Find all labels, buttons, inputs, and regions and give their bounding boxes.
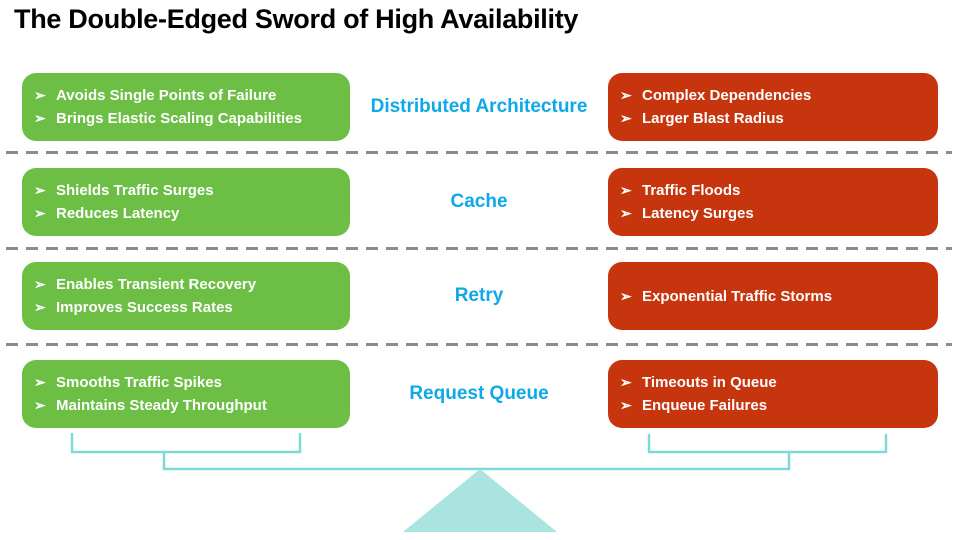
list-item: ➢ Improves Success Rates	[34, 296, 342, 319]
con-text: Timeouts in Queue	[642, 374, 777, 391]
list-item: ➢ Traffic Floods	[620, 179, 930, 202]
pro-text: Improves Success Rates	[56, 299, 233, 316]
list-item: ➢ Maintains Steady Throughput	[34, 394, 342, 417]
row-divider	[6, 247, 952, 250]
arrow-bullet-icon: ➢	[34, 397, 46, 413]
arrow-bullet-icon: ➢	[34, 374, 46, 390]
cons-box: ➢ Exponential Traffic Storms	[608, 262, 938, 330]
row-request-queue: ➢ Smooths Traffic Spikes ➢ Maintains Ste…	[0, 360, 960, 428]
arrow-bullet-icon: ➢	[620, 205, 632, 221]
arrow-bullet-icon: ➢	[620, 397, 632, 413]
row-label: Request Queue	[409, 383, 549, 404]
list-item: ➢ Smooths Traffic Spikes	[34, 371, 342, 394]
arrow-bullet-icon: ➢	[34, 182, 46, 198]
pro-text: Enables Transient Recovery	[56, 276, 257, 293]
balance-scale	[70, 432, 888, 532]
arrow-bullet-icon: ➢	[34, 299, 46, 315]
list-item: ➢ Timeouts in Queue	[620, 371, 930, 394]
row-label: Cache	[450, 191, 508, 212]
con-text: Complex Dependencies	[642, 87, 812, 104]
con-text: Latency Surges	[642, 205, 754, 222]
arrow-bullet-icon: ➢	[620, 182, 632, 198]
list-item: ➢ Complex Dependencies	[620, 84, 930, 107]
list-item: ➢ Brings Elastic Scaling Capabilities	[34, 107, 342, 130]
pros-box: ➢ Enables Transient Recovery ➢ Improves …	[22, 262, 350, 330]
con-text: Traffic Floods	[642, 182, 741, 199]
cons-box: ➢ Traffic Floods ➢ Latency Surges	[608, 168, 938, 236]
row-divider	[6, 343, 952, 346]
con-text: Enqueue Failures	[642, 397, 768, 414]
arrow-bullet-icon: ➢	[620, 374, 632, 390]
row-cache: ➢ Shields Traffic Surges ➢ Reduces Laten…	[0, 168, 960, 236]
row-label: Retry	[454, 285, 504, 306]
list-item: ➢ Shields Traffic Surges	[34, 179, 342, 202]
arrow-bullet-icon: ➢	[34, 110, 46, 126]
fulcrum-triangle-icon	[403, 469, 557, 532]
pro-text: Maintains Steady Throughput	[56, 397, 267, 414]
arrow-bullet-icon: ➢	[34, 87, 46, 103]
row-distributed-architecture: ➢ Avoids Single Points of Failure ➢ Brin…	[0, 73, 960, 141]
left-bracket	[70, 432, 302, 454]
row-retry: ➢ Enables Transient Recovery ➢ Improves …	[0, 262, 960, 330]
right-bracket	[647, 433, 888, 454]
page-title: The Double-Edged Sword of High Availabil…	[14, 4, 579, 34]
pro-text: Brings Elastic Scaling Capabilities	[56, 110, 302, 127]
row-divider	[6, 151, 952, 154]
pros-box: ➢ Avoids Single Points of Failure ➢ Brin…	[22, 73, 350, 141]
list-item: ➢ Larger Blast Radius	[620, 107, 930, 130]
pros-box: ➢ Shields Traffic Surges ➢ Reduces Laten…	[22, 168, 350, 236]
pro-text: Shields Traffic Surges	[56, 182, 214, 199]
con-text: Exponential Traffic Storms	[642, 287, 833, 305]
arrow-bullet-icon: ➢	[620, 110, 632, 126]
list-item: ➢ Enables Transient Recovery	[34, 273, 342, 296]
cons-box: ➢ Timeouts in Queue ➢ Enqueue Failures	[608, 360, 938, 428]
pro-text: Smooths Traffic Spikes	[56, 374, 222, 391]
list-item: ➢ Reduces Latency	[34, 202, 342, 225]
arrow-bullet-icon: ➢	[620, 287, 632, 304]
con-text: Larger Blast Radius	[642, 110, 784, 127]
arrow-bullet-icon: ➢	[620, 87, 632, 103]
pro-text: Avoids Single Points of Failure	[56, 87, 277, 104]
pro-text: Reduces Latency	[56, 205, 180, 222]
list-item: ➢ Latency Surges	[620, 202, 930, 225]
arrow-bullet-icon: ➢	[34, 276, 46, 292]
arrow-bullet-icon: ➢	[34, 205, 46, 221]
pros-box: ➢ Smooths Traffic Spikes ➢ Maintains Ste…	[22, 360, 350, 428]
row-label: Distributed Architecture	[370, 96, 588, 117]
list-item: ➢ Exponential Traffic Storms	[620, 285, 930, 308]
list-item: ➢ Avoids Single Points of Failure	[34, 84, 342, 107]
cons-box: ➢ Complex Dependencies ➢ Larger Blast Ra…	[608, 73, 938, 141]
list-item: ➢ Enqueue Failures	[620, 394, 930, 417]
